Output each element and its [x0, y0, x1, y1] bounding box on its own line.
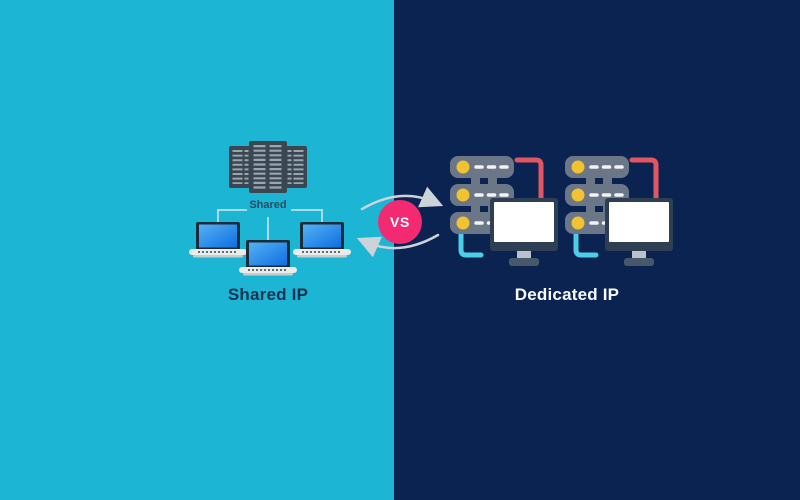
shared-ip-title: Shared IP	[227, 285, 309, 304]
connector-line	[218, 209, 247, 211]
connector-line	[291, 209, 322, 211]
vs-label: VS	[390, 214, 410, 230]
connector-line	[321, 209, 323, 223]
connector-line	[267, 217, 269, 241]
laptop-icon	[293, 222, 351, 258]
shared-server-label: Shared	[249, 199, 287, 211]
vs-badge: VS	[378, 200, 422, 244]
connector-line	[217, 209, 219, 223]
server-monitor-icon	[565, 156, 675, 268]
server-monitor-icon	[450, 156, 560, 268]
dedicated-ip-title: Dedicated IP	[514, 285, 620, 304]
laptop-icon	[239, 240, 297, 276]
cycle-arrows-icon	[356, 186, 444, 258]
server-rack-icon	[228, 141, 308, 193]
